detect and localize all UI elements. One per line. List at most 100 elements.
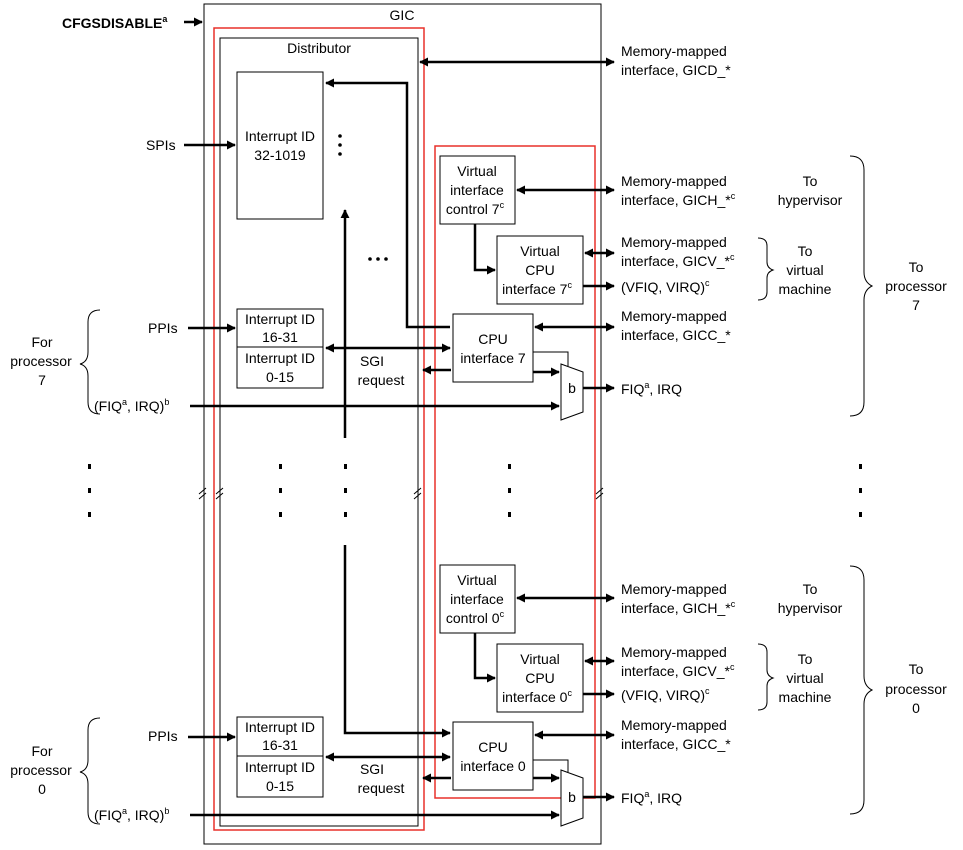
ppi0-input-label: PPIs [148,728,178,744]
hyp0-line2: hypervisor [778,600,843,616]
vm7-brace [757,237,775,301]
vm7-line2: virtual [786,262,823,278]
fiqirq7-input-label: (FIQa, IRQ)b [94,397,169,414]
gich7-line2: interface, GICH_*c [621,191,736,208]
sgi0-line1: Interrupt ID [245,759,315,775]
to-proc7-line1: To [909,259,924,275]
for-processor-7-brace [79,309,101,415]
virtual-cpu-interface-7 [496,235,584,305]
gich7-line1: Memory-mapped [621,173,727,189]
gich0-line2: interface, GICH_*c [621,599,736,616]
gicv7-line2: interface, GICV_*c [621,252,735,269]
gicv0-line1: Memory-mapped [621,644,727,660]
gicc7-line2: interface, GICC_* [621,327,731,343]
sgi-block-7 [236,346,324,389]
vic0-line2: interface [450,591,504,607]
vm0-line2: virtual [786,670,823,686]
vcpu0-line3: interface 0c [502,688,572,705]
cpu0-to-mux-line1 [533,759,569,772]
hyp7-line2: hypervisor [778,192,843,208]
vcpu7-line2: CPU [525,262,555,278]
gicc0-line1: Memory-mapped [621,717,727,733]
ppi7-line2: 16-31 [262,329,298,345]
spi-interrupt-block [236,71,324,220]
to-proc0-line1: To [909,661,924,677]
hyp7-line1: To [803,173,818,189]
vfiq7-label: (VFIQ, VIRQ)c [621,278,710,295]
ppi-block-0 [236,716,324,757]
gicd-label-line1: Memory-mapped [621,43,727,59]
sgi0-req-line2: request [358,780,405,796]
vm0-line1: To [798,651,813,667]
ppi7-line1: Interrupt ID [245,311,315,327]
for0-line2: processor [10,762,72,778]
gic-outer-box [203,3,602,845]
vic7-to-vcpu7-arrow [473,224,496,275]
gic-title: GIC [390,7,415,23]
vm0-line3: machine [779,689,832,705]
virtual-interface-control-0 [439,564,516,634]
to-proc0-line2: processor [885,681,947,697]
spi-input-label: SPIs [146,137,176,153]
vfiq0-label: (VFIQ, VIRQ)c [621,686,710,703]
vcpu7-line1: Virtual [520,243,559,259]
cpu0-line1: CPU [478,739,508,755]
spi-block-line2: 32-1019 [254,147,306,163]
for7-line3: 7 [38,372,46,388]
gich0-line1: Memory-mapped [621,581,727,597]
spi-ellipsis-vertical [338,134,342,156]
vic7-line1: Virtual [457,163,496,179]
sgi0-req-line1: SGI [360,761,384,777]
virtual-cpu-interface-0 [496,643,584,713]
gicc7-line1: Memory-mapped [621,308,727,324]
cpu-interface-7 [452,313,534,383]
gicc0-line2: interface, GICC_* [621,736,731,752]
fiq7-output-label: FIQa, IRQ [621,380,682,397]
distributor-box [219,37,419,827]
to-processor-0-brace [849,565,874,815]
sgi7-line2: 0-15 [266,369,294,385]
line-break-marks [198,487,604,500]
ppi0-line1: Interrupt ID [245,719,315,735]
vcpu0-line2: CPU [525,670,555,686]
sgi7-line1: Interrupt ID [245,350,315,366]
for7-line1: For [32,334,53,350]
cpu7-line2: interface 7 [460,350,526,366]
distributor-highlight [213,27,425,831]
mux-b-0 [560,769,584,827]
to-proc7-line2: processor [885,278,947,294]
gicd-label-line2: interface, GICD_* [621,62,731,78]
vcpu0-line1: Virtual [520,651,559,667]
gicv7-line1: Memory-mapped [621,234,727,250]
fiq0-output-label: FIQa, IRQ [621,789,682,806]
to-proc7-line3: 7 [912,297,920,313]
vic0-line3: control 0c [446,609,505,626]
hyp0-line1: To [803,581,818,597]
cpu7-to-spi-line [325,78,450,329]
cpu-interface-highlight [434,145,596,799]
sgi-block-0 [236,755,324,798]
mux-b-7 [560,363,584,421]
cpu7-to-mux-line1 [533,351,569,366]
for0-line3: 0 [38,781,46,797]
mux0-label: b [568,789,576,805]
distributor-title: Distributor [287,40,351,56]
for0-line1: For [32,743,53,759]
vm7-line1: To [798,243,813,259]
vm7-line3: machine [779,281,832,297]
mux7-label: b [568,380,576,396]
to-proc0-line3: 0 [912,700,920,716]
vic7-line3: control 7c [446,200,505,217]
for7-line2: processor [10,353,72,369]
sgi0-line2: 0-15 [266,778,294,794]
spi-bus-lower [343,545,451,738]
fiqirq0-input-label: (FIQa, IRQ)b [94,806,169,823]
vic0-to-vcpu0-arrow [473,633,496,683]
vic7-line2: interface [450,182,504,198]
cpu0-line2: interface 0 [460,758,526,774]
ppi0-line2: 16-31 [262,737,298,753]
vic0-line1: Virtual [457,572,496,588]
vcpu7-line3: interface 7c [502,280,572,297]
distributor-ellipsis-horizontal [368,257,388,261]
